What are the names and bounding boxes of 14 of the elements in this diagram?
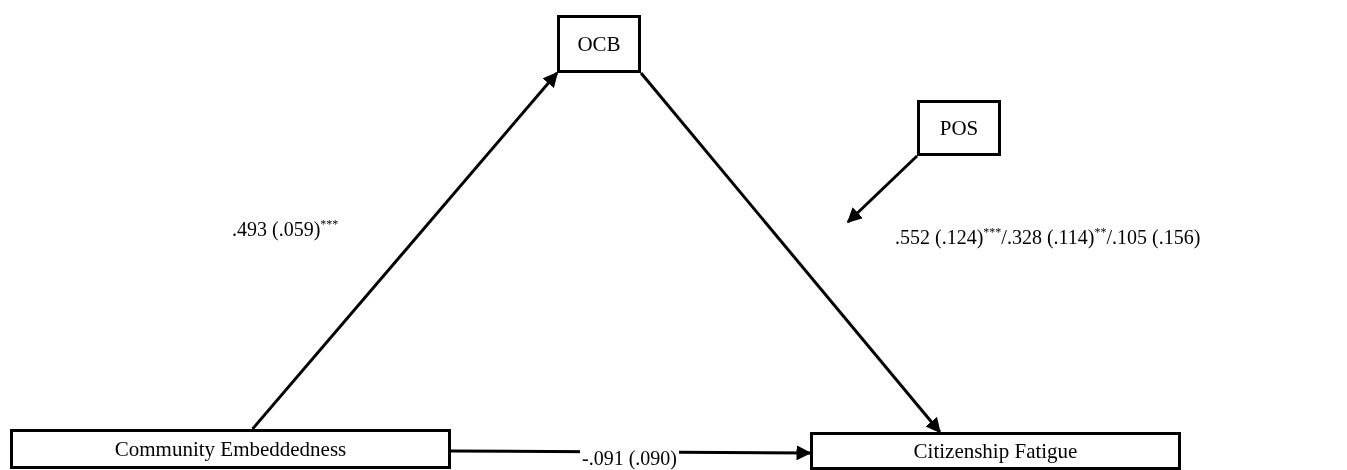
- variable-box: [557, 15, 641, 73]
- arrow: [639, 72, 941, 434]
- variable-label: POS: [939, 115, 979, 141]
- arrow: [846, 154, 919, 224]
- variable-label: OCB: [577, 31, 621, 57]
- edge-label: .552 (.124)$^{***}$/.328 (.114)$^{**}$/.105 (.156): [893, 226, 1203, 248]
- edge-label: -.091 (.090): [580, 447, 679, 469]
- arrow: [251, 71, 559, 430]
- variable-label: Community Embeddedness: [114, 436, 347, 462]
- variable-box: [917, 100, 1001, 156]
- edge-label: .493 (.059)$^{***}$: [230, 218, 341, 240]
- variable-label: Citizenship Fatigue: [913, 438, 1078, 464]
- variable-box: [10, 429, 451, 469]
- variable-box: [810, 432, 1181, 470]
